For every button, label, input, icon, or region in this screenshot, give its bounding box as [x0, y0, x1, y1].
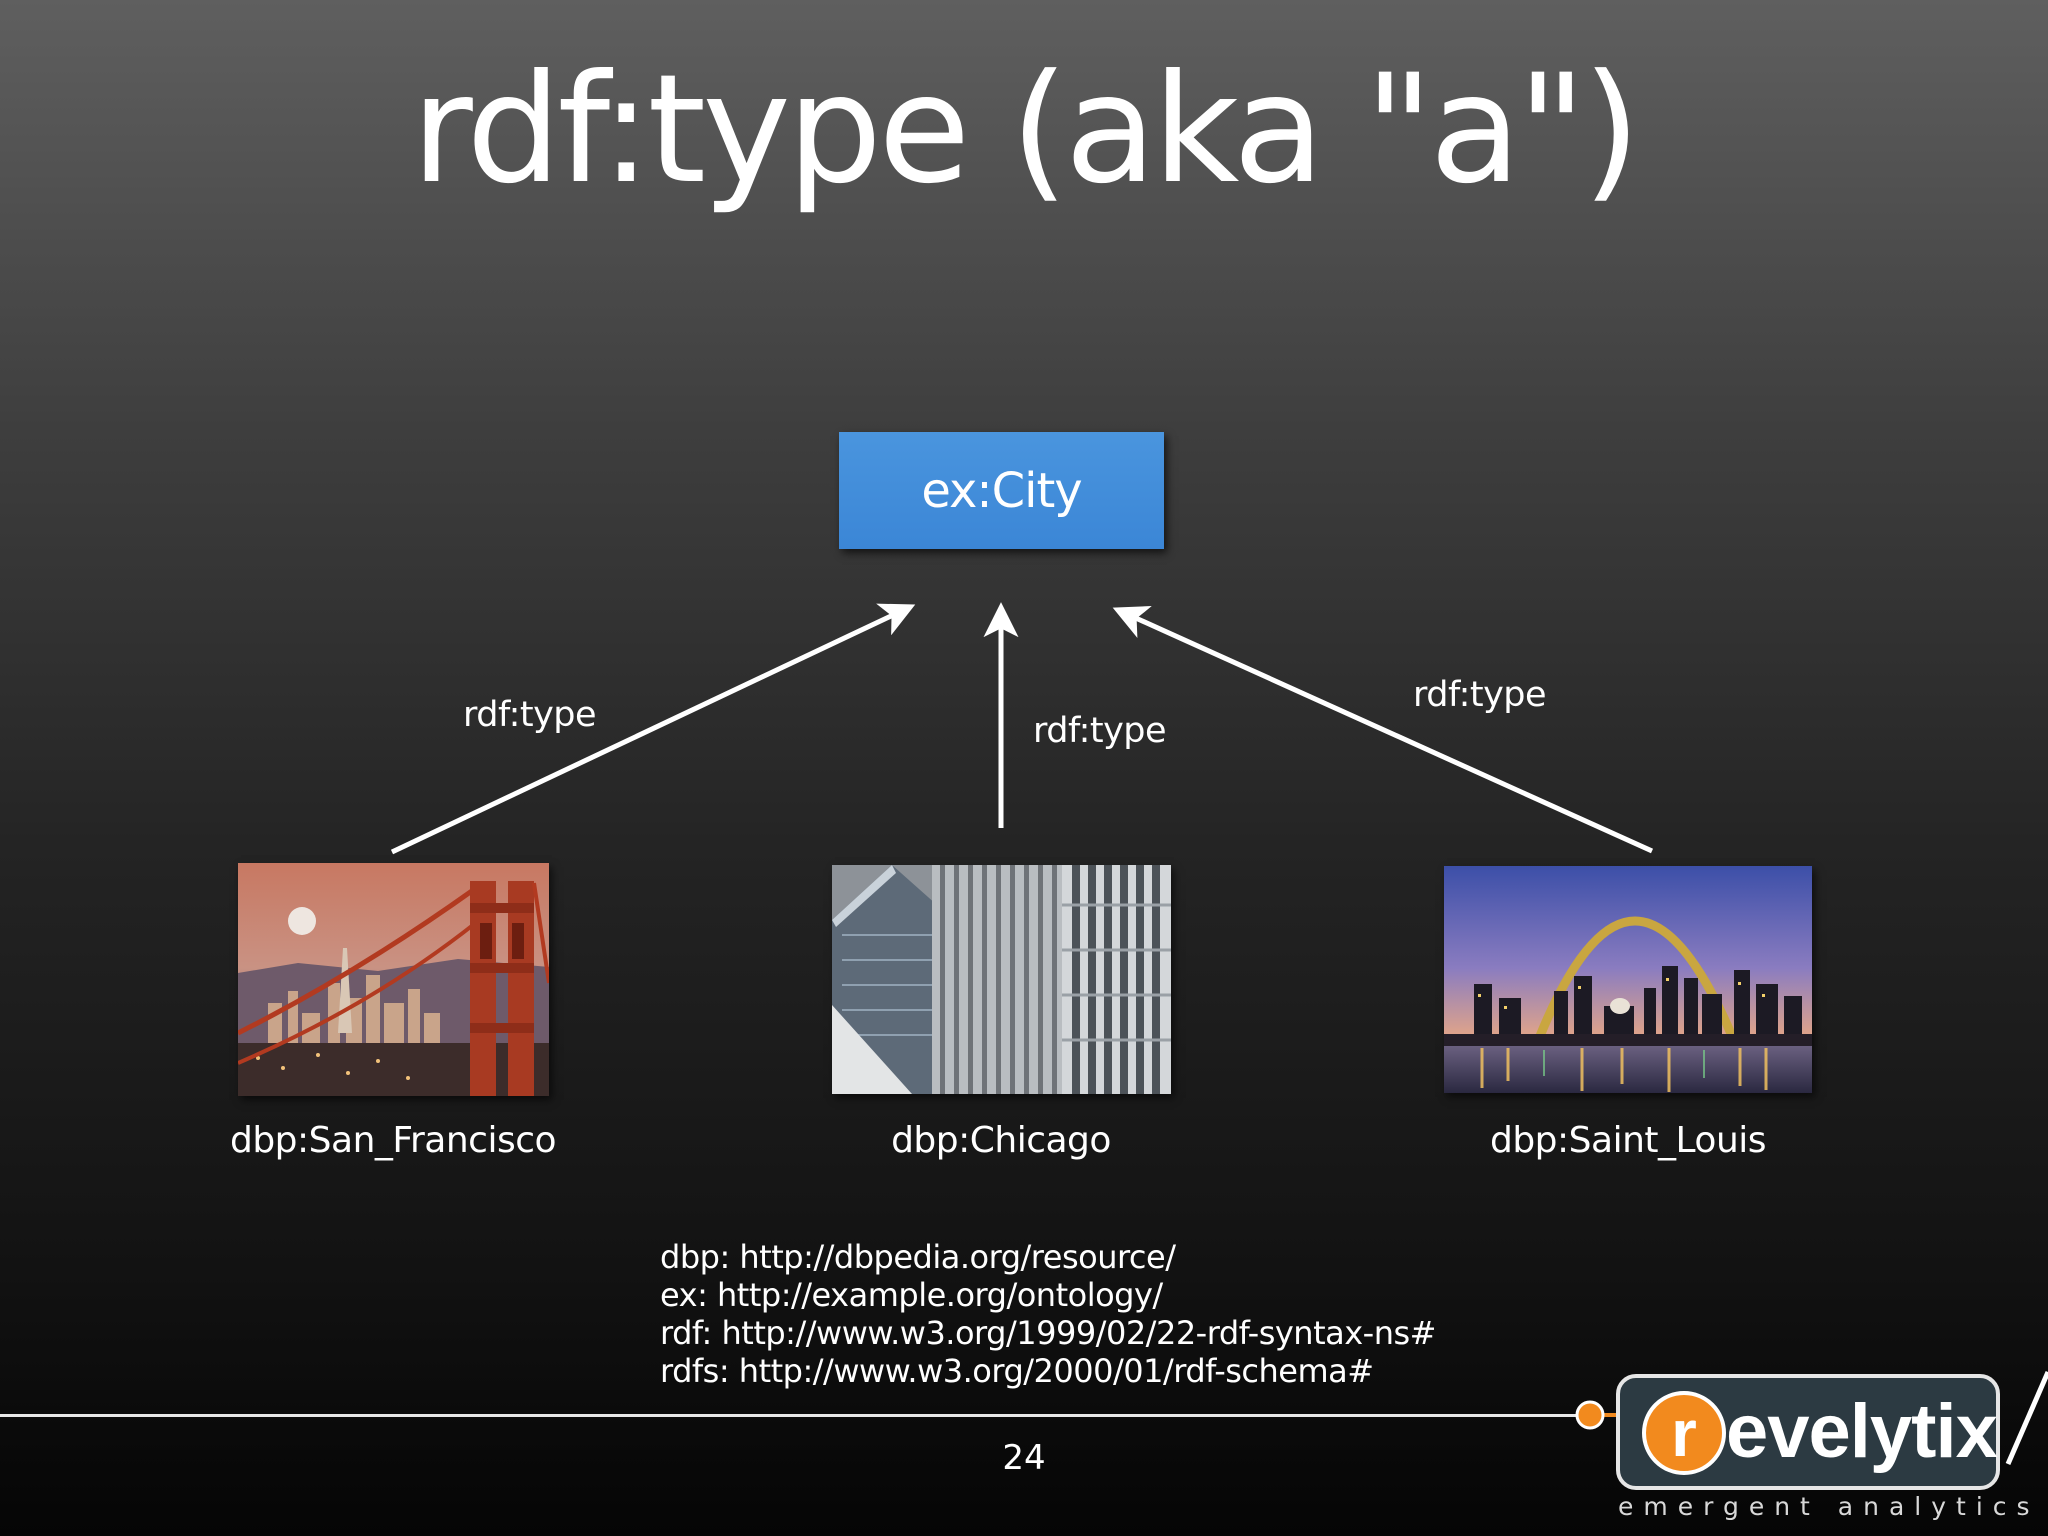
saint-louis-photo	[1444, 866, 1812, 1093]
slide-title: rdf:type (aka "a")	[411, 43, 1641, 217]
logo-mark: r	[1671, 1396, 1697, 1470]
logo-tagline: emergent analytics	[1618, 1492, 2040, 1521]
prefix-dbp: dbp: http://dbpedia.org/resource/	[660, 1238, 1176, 1276]
class-node-label: ex:City	[921, 462, 1082, 519]
instance-label-chicago: dbp:Chicago	[891, 1120, 1111, 1161]
prefix-rdfs: rdfs: http://www.w3.org/2000/01/rdf-sche…	[660, 1352, 1374, 1390]
arrow-san-francisco-to-city	[390, 603, 916, 855]
page-number: 24	[1002, 1438, 1046, 1478]
san-francisco-photo	[238, 863, 549, 1096]
namespace-prefixes: dbp: http://dbpedia.org/resource/ ex: ht…	[660, 1238, 1436, 1390]
footer-divider	[0, 1414, 1600, 1417]
class-node-city: ex:City	[839, 432, 1164, 549]
logo-wordmark: evelytix	[1726, 1389, 1998, 1474]
edge-label-chicago: rdf:type	[1033, 711, 1167, 751]
edge-label-saint-louis: rdf:type	[1413, 675, 1547, 715]
prefix-ex: ex: http://example.org/ontology/	[660, 1276, 1163, 1314]
edge-label-san-francisco: rdf:type	[463, 695, 597, 735]
arrow-saint-louis-to-city	[1112, 606, 1654, 854]
revelytix-logo: r evelytix	[1575, 1371, 2048, 1490]
prefix-rdf: rdf: http://www.w3.org/1999/02/22-rdf-sy…	[660, 1314, 1436, 1352]
chicago-photo	[832, 865, 1171, 1094]
instance-label-saint-louis: dbp:Saint_Louis	[1489, 1120, 1767, 1161]
instance-label-san-francisco: dbp:San_Francisco	[229, 1120, 557, 1161]
